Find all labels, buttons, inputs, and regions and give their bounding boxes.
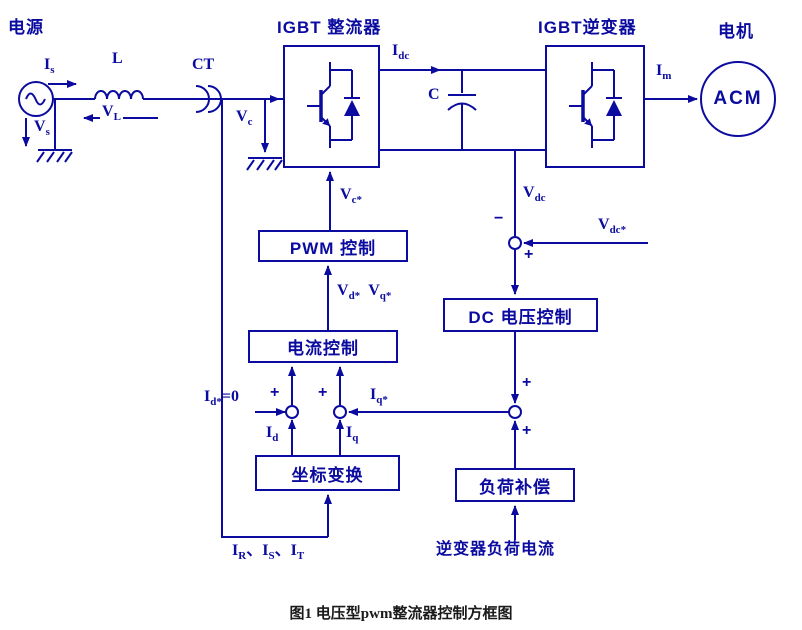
ac-source-symbol	[18, 81, 54, 117]
igbt-rectifier-box	[283, 45, 380, 168]
is-label: Is	[44, 56, 55, 77]
iq-error-junction-plus-sign: +	[318, 384, 328, 401]
power-source-label: 电源	[8, 18, 44, 37]
vdc-ref-label: Vdc*	[598, 216, 627, 237]
figure-caption: 图1 电压型pwm整流器控制方框图	[289, 606, 513, 622]
inductor-symbol	[94, 90, 144, 100]
capacitor-label: C	[428, 86, 440, 103]
load-compensation-block: 负荷补偿	[455, 468, 575, 502]
inductor-label: L	[112, 50, 123, 67]
iq-ref-label: Iq*	[370, 386, 388, 407]
iq-junction-plus-bottom-sign: +	[522, 422, 532, 439]
dc-voltage-control-block: DC 电压控制	[443, 298, 598, 332]
vdc-control-wires	[348, 150, 648, 540]
pwm-control-block: PWM 控制	[258, 230, 408, 262]
acm-text: ACM	[713, 88, 763, 109]
acm-motor: ACM	[700, 61, 776, 137]
ground-symbol-vc	[246, 99, 283, 171]
id-error-junction	[285, 405, 299, 419]
ground-symbol-source	[36, 99, 73, 163]
ct-label: CT	[192, 56, 215, 73]
inverter-load-current-label: 逆变器负荷电流	[436, 541, 556, 558]
motor-label: 电机	[718, 22, 754, 41]
vc-ref-label: Vc*	[340, 186, 362, 207]
vc-label: Vc	[236, 108, 253, 129]
igbt-symbol-rectifier	[307, 62, 360, 148]
vdc-junction-minus-sign: −	[494, 210, 504, 227]
capacitor-symbol	[447, 70, 477, 150]
coordinate-transform-block: 坐标变换	[255, 455, 400, 491]
irst-label: IR、IS、IT	[232, 542, 305, 563]
current-control-block: 电流控制	[248, 330, 398, 363]
id-label: Id	[266, 424, 279, 445]
summing-junctions	[285, 236, 522, 419]
iq-label: Iq	[346, 424, 359, 445]
rectifier-title: IGBT 整流器	[277, 18, 382, 37]
inverter-title: IGBT逆变器	[538, 18, 637, 37]
ac-main-wire	[53, 90, 283, 103]
id-ref-label: Id*=0	[204, 388, 239, 409]
vdq-ref-label: Vd*Vq*	[337, 282, 392, 303]
current-control-wires	[221, 99, 344, 538]
vl-label: VL	[100, 103, 123, 124]
vdc-junction-plus-sign: +	[524, 246, 534, 263]
id-junction-plus-sign: +	[270, 384, 280, 401]
vs-label: Vs	[34, 118, 50, 139]
iq-junction-plus-top-sign: +	[522, 374, 532, 391]
iq-error-junction	[333, 405, 347, 419]
iq-summing-junction	[508, 405, 522, 419]
im-label: Im	[656, 62, 672, 83]
idc-label: Idc	[392, 42, 410, 63]
vdc-summing-junction	[508, 236, 522, 250]
igbt-inverter-box	[545, 45, 645, 168]
vdc-label: Vdc	[523, 184, 546, 205]
